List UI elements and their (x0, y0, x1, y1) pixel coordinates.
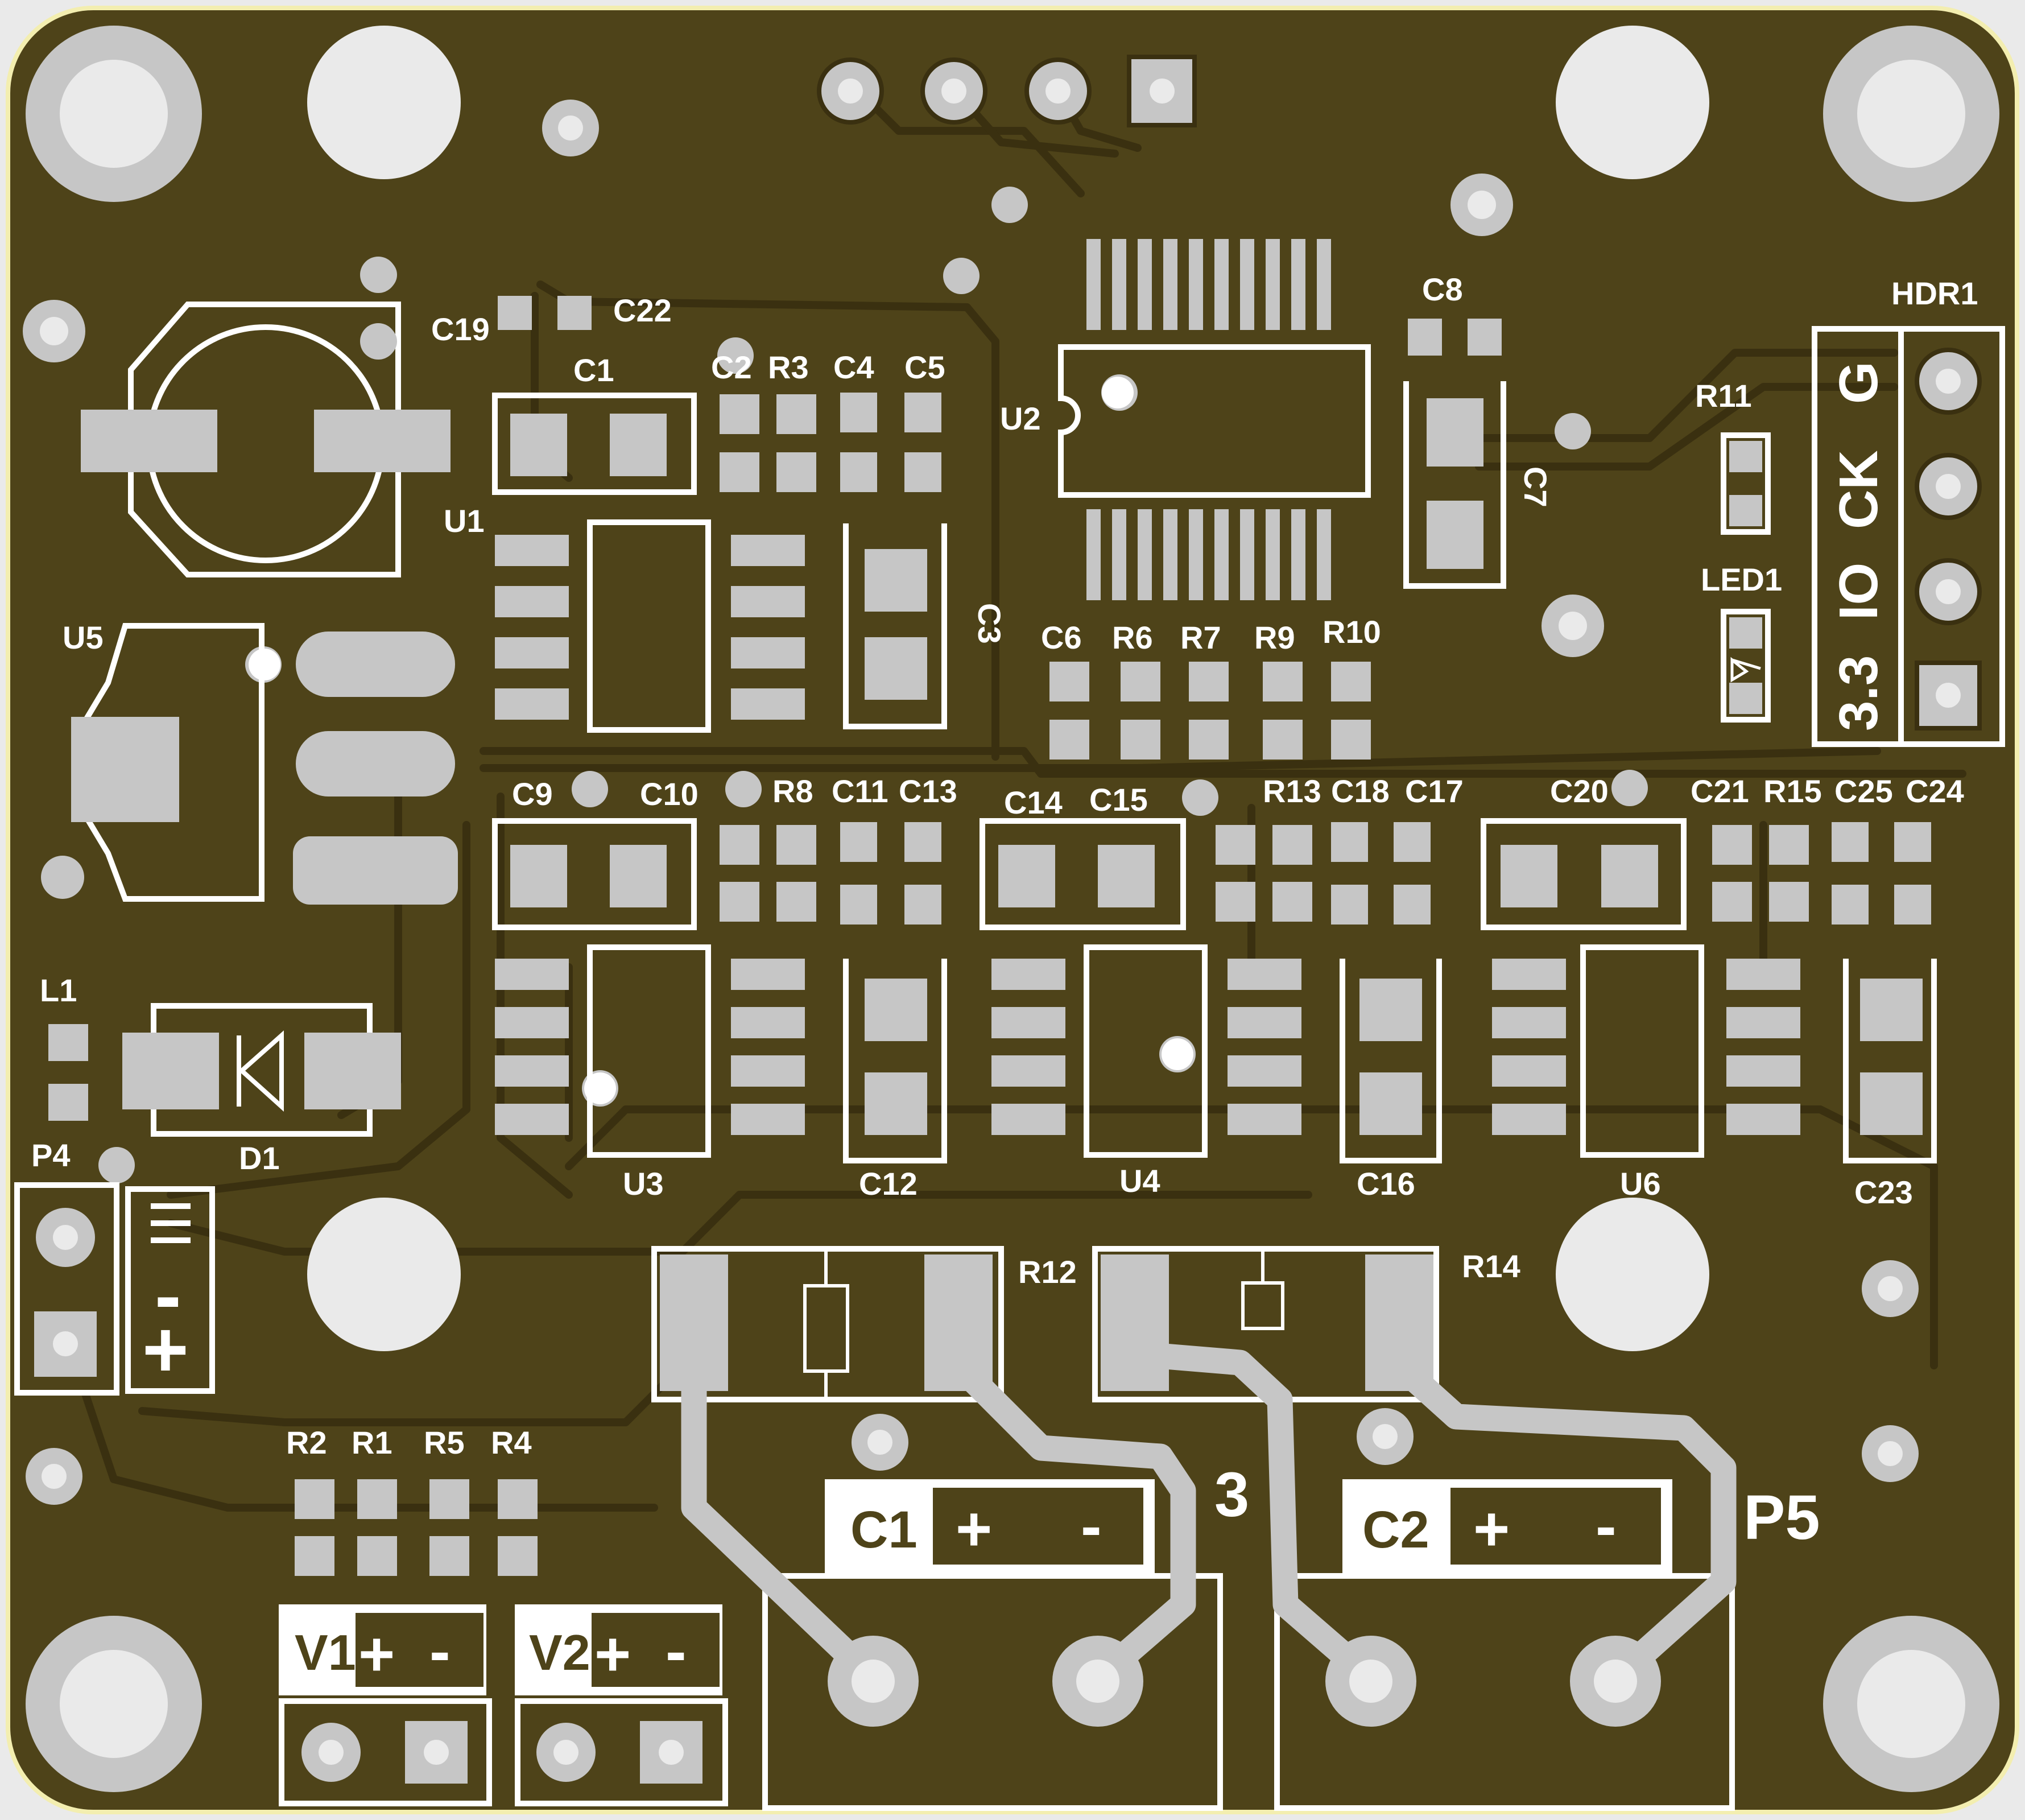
label-c3: C3 (972, 603, 1007, 644)
led-symbol-icon (1730, 657, 1761, 683)
label-c1: C1 (573, 352, 614, 388)
label-c2: C2 (711, 349, 752, 385)
v2-label: V2 (529, 1624, 590, 1681)
label-c21: C21 (1691, 773, 1749, 809)
label-u4: U4 (1119, 1163, 1160, 1199)
label-r5: R5 (424, 1425, 465, 1460)
cell2-plus: + (1473, 1494, 1510, 1564)
resistor-symbol-icon (803, 1249, 1284, 1400)
label-c17: C17 (1405, 773, 1464, 809)
p4-polarity: - + (142, 1251, 189, 1394)
label-r8: R8 (772, 773, 813, 809)
pin-label-g: G (1828, 361, 1889, 404)
label-c22: C22 (613, 292, 672, 328)
label-led1: LED1 (1701, 562, 1782, 597)
label-r9: R9 (1254, 620, 1295, 655)
label-r15: R15 (1763, 773, 1822, 809)
smd-pads (48, 239, 1931, 1576)
pin-label-33: 3.3 (1828, 655, 1889, 731)
label-r4: R4 (491, 1425, 532, 1460)
label-r10: R10 (1323, 614, 1381, 650)
label-r1: R1 (352, 1425, 392, 1460)
label-u5: U5 (63, 620, 104, 655)
label-c14: C14 (1004, 785, 1063, 820)
v2-minus: - (666, 1616, 687, 1686)
pin-label-io: IO (1828, 563, 1889, 620)
u5-pads (293, 632, 458, 905)
cell2-minus: - (1596, 1491, 1617, 1561)
label-c15: C15 (1089, 782, 1148, 818)
label-r14: R14 (1462, 1248, 1520, 1284)
label-d1: D1 (239, 1140, 280, 1176)
label-r12: R12 (1018, 1254, 1077, 1290)
label-r2: R2 (286, 1425, 327, 1460)
v1-label: V1 (295, 1624, 356, 1681)
label-c4: C4 (833, 349, 874, 385)
label-c5: C5 (904, 349, 945, 385)
label-hdr1: HDR1 (1891, 275, 1978, 311)
ground-symbol-icon (151, 1203, 191, 1243)
cell1-plus: + (956, 1494, 992, 1564)
label-u2: U2 (1000, 401, 1041, 436)
label-r3: R3 (768, 349, 809, 385)
p4-plus: + (142, 1305, 189, 1394)
label-u6: U6 (1620, 1166, 1661, 1202)
header-pin-labels: G CK IO 3.3 (1828, 361, 1889, 731)
p4-minus: - (155, 1251, 181, 1340)
label-c16: C16 (1357, 1166, 1415, 1202)
v2-plus: + (594, 1619, 631, 1689)
label-r6: R6 (1112, 620, 1153, 655)
top-header-pads (817, 55, 1197, 127)
cell1-label: C1 (850, 1501, 918, 1559)
mounting-holes (26, 26, 1999, 1792)
diode-symbol-icon (237, 1030, 284, 1112)
label-c24: C24 (1906, 773, 1964, 809)
connector-labels: C1 + - C2 + - V1 + - V2 + - (295, 1491, 1617, 1689)
label-c25: C25 (1834, 773, 1893, 809)
label-c13: C13 (899, 773, 957, 809)
label-c6: C6 (1041, 620, 1082, 655)
designators: C19 C22 C1 C2 R3 C4 C5 U2 C8 C7 HDR1 R11… (31, 271, 1978, 1553)
label-c19: C19 (431, 311, 490, 347)
label-c11: C11 (832, 773, 888, 809)
label-r7: R7 (1180, 620, 1221, 655)
label-u1: U1 (444, 503, 485, 539)
label-r13: R13 (1263, 773, 1321, 809)
tht-pads (34, 259, 1982, 1784)
label-c20: C20 (1550, 773, 1609, 809)
label-c8: C8 (1422, 271, 1463, 307)
label-c9: C9 (512, 776, 553, 812)
label-p5: P5 (1743, 1483, 1820, 1553)
label-p4: P4 (31, 1137, 71, 1173)
label-c12: C12 (859, 1166, 918, 1202)
label-l1: L1 (40, 972, 77, 1008)
v1-minus: - (429, 1616, 451, 1686)
label-p3-fragment: 3 (1214, 1460, 1249, 1530)
label-c18: C18 (1331, 773, 1390, 809)
shunt-traces (681, 1341, 1737, 1691)
label-u3: U3 (623, 1166, 664, 1202)
label-c10: C10 (640, 776, 699, 812)
cell2-label: C2 (1362, 1501, 1429, 1559)
cell1-minus: - (1081, 1491, 1102, 1561)
pin-label-ck: CK (1828, 450, 1889, 529)
label-r11: R11 (1695, 378, 1752, 414)
label-c23: C23 (1854, 1174, 1913, 1210)
label-c7: C7 (1518, 467, 1553, 507)
v1-plus: + (358, 1619, 395, 1689)
drill-holes (307, 26, 1709, 1351)
